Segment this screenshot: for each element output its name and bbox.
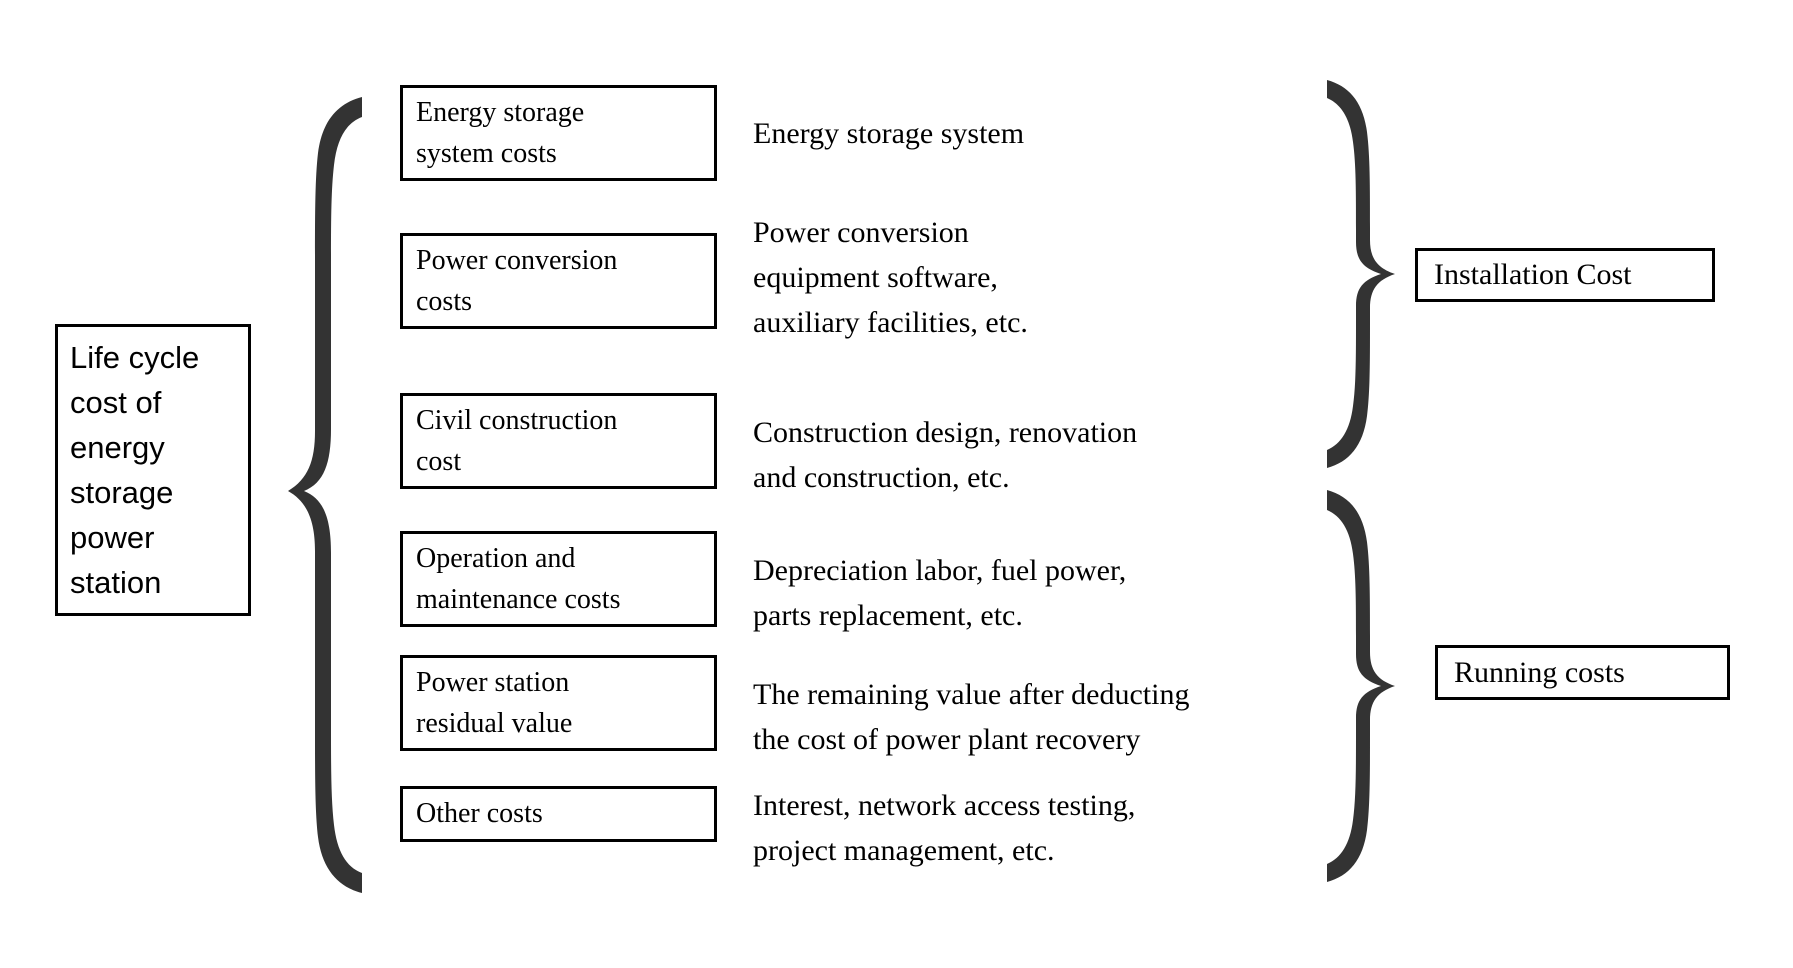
left-grouping-brace — [278, 95, 364, 895]
description-residual-value: The remaining value after deducting the … — [753, 678, 1190, 756]
group-box-label: Installation Cost — [1434, 258, 1632, 291]
group-box-installation-cost: Installation Cost — [1415, 248, 1715, 302]
description-civil-construction: Construction design, renovation and cons… — [753, 416, 1138, 494]
leaf-box-operation-and-maintenance-costs: Operation and maintenance costs — [400, 531, 717, 627]
leaf-box-label: Power conversion costs — [416, 245, 618, 317]
leaf-box-label: Other costs — [416, 798, 543, 829]
leaf-box-civil-construction-cost: Civil construction cost — [400, 393, 717, 489]
leaf-box-label: Energy storage system costs — [416, 97, 585, 169]
leaf-box-power-station-residual-value: Power station residual value — [400, 655, 717, 751]
leaf-box-other-costs: Other costs — [400, 786, 717, 842]
description-other-costs: Interest, network access testing, projec… — [753, 789, 1136, 867]
running-costs-brace — [1325, 488, 1405, 884]
group-box-label: Running costs — [1454, 655, 1625, 689]
installation-cost-brace — [1325, 78, 1405, 470]
description-energy-storage-system: Energy storage system — [753, 117, 1025, 150]
leaf-box-label: Civil construction cost — [416, 405, 618, 477]
leaf-box-label: Power station residual value — [416, 667, 573, 739]
description-operation-maintenance: Depreciation labor, fuel power, parts re… — [753, 554, 1127, 632]
root-node-life-cycle-cost: Life cycle cost of energy storage power … — [55, 324, 251, 616]
root-node-label: Life cycle cost of energy storage power … — [70, 340, 200, 600]
leaf-box-energy-storage-system-costs: Energy storage system costs — [400, 85, 717, 181]
leaf-box-power-conversion-costs: Power conversion costs — [400, 233, 717, 329]
group-box-running-costs: Running costs — [1435, 645, 1730, 700]
leaf-box-label: Operation and maintenance costs — [416, 543, 621, 615]
description-power-conversion: Power conversion equipment software, aux… — [753, 216, 1028, 339]
